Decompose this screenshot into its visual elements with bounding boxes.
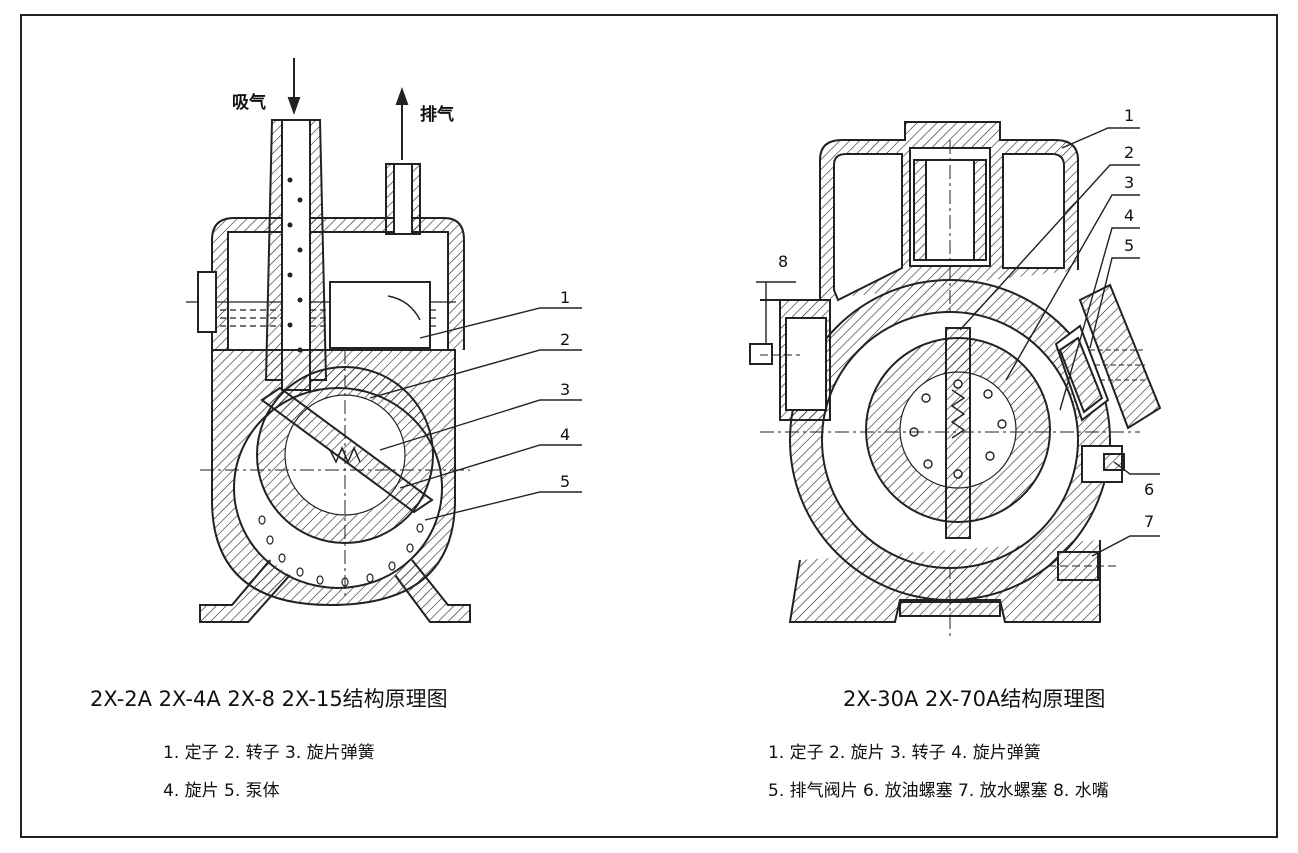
right-callout-1: 1 — [1124, 106, 1135, 125]
right-callout-4: 4 — [1124, 206, 1135, 225]
exhaust-label: 排气 — [420, 105, 454, 125]
left-foot — [199, 559, 291, 623]
intake-label: 吸气 — [232, 93, 266, 113]
right-legend-line-2: 5. 排气阀片 6. 放油螺塞 7. 放水螺塞 8. 水嘴 — [768, 781, 1109, 801]
figure-frame — [20, 14, 1278, 838]
vane-spring — [950, 389, 966, 439]
left-callout-4: 4 — [560, 425, 571, 444]
water-nozzle — [749, 343, 773, 365]
right-callout-2: 2 — [1124, 143, 1135, 162]
exhaust-valve — [1078, 283, 1162, 430]
left-legend-line-1: 1. 定子 2. 转子 3. 旋片弹簧 — [163, 743, 375, 763]
right-callout-5: 5 — [1124, 236, 1135, 255]
right-legend-line-1: 1. 定子 2. 旋片 3. 转子 4. 旋片弹簧 — [768, 743, 1041, 763]
exhaust-valve-box — [329, 281, 431, 349]
intake-arrow-head — [287, 97, 301, 115]
left-callout-2: 2 — [560, 330, 571, 349]
right-foot — [394, 559, 471, 623]
right-diagram-title: 2X-30A 2X-70A结构原理图 — [843, 687, 1106, 711]
right-callout-8: 8 — [778, 252, 789, 271]
vane — [945, 327, 971, 539]
exhaust-arrow-head — [395, 87, 409, 105]
left-legend-line-2: 4. 旋片 5. 泵体 — [163, 781, 280, 801]
right-pump-drawing — [749, 121, 1162, 640]
left-diagram-title: 2X-2A 2X-4A 2X-8 2X-15结构原理图 — [90, 687, 448, 711]
pump-base — [788, 540, 1101, 623]
right-callout-7: 7 — [1144, 512, 1155, 531]
right-callout-3: 3 — [1124, 173, 1135, 192]
left-callout-1: 1 — [560, 288, 571, 307]
left-callout-5: 5 — [560, 472, 571, 491]
left-callout-3: 3 — [560, 380, 571, 399]
vane — [260, 386, 434, 514]
left-pump-drawing — [186, 58, 582, 623]
right-callout-6: 6 — [1144, 480, 1155, 499]
